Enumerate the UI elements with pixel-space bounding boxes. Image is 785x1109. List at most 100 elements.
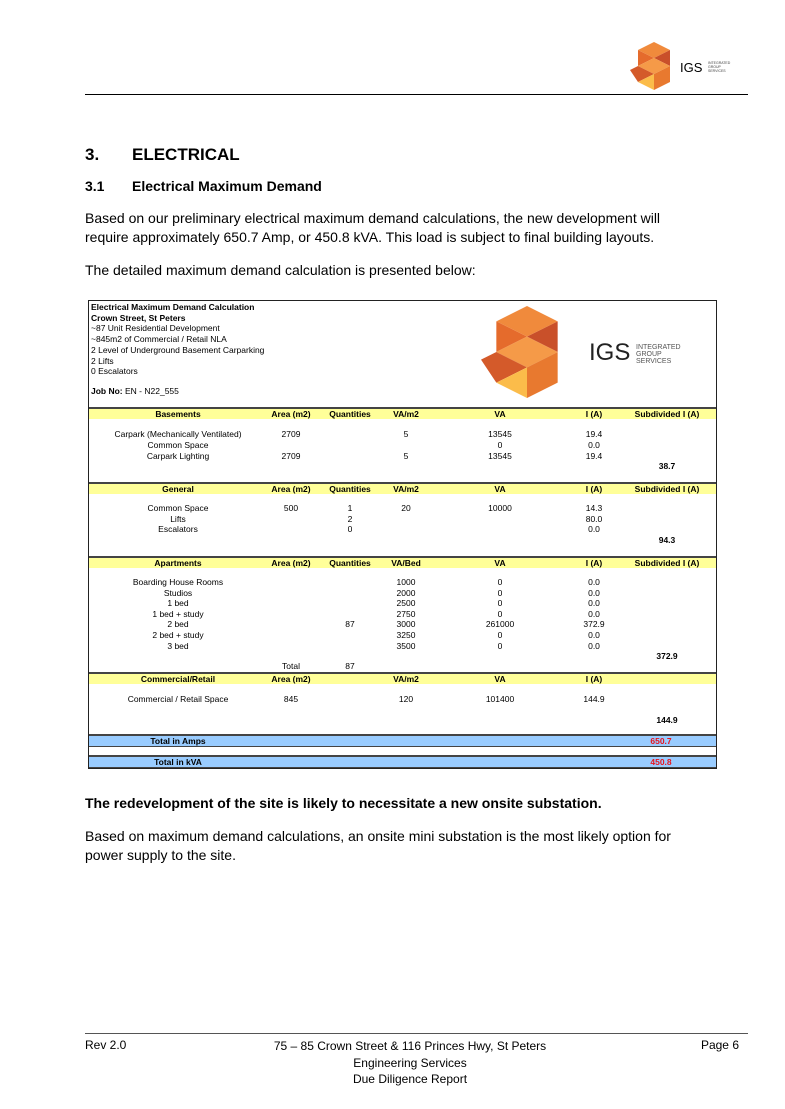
- cell-value: 0: [497, 440, 503, 450]
- footer-divider: [85, 1033, 748, 1034]
- column-header: Apartments: [154, 558, 202, 568]
- cell-value: 0.0: [588, 598, 600, 609]
- column-header: VA: [494, 674, 506, 684]
- cell-value: 13545: [488, 429, 512, 439]
- cell-value: 5: [403, 451, 409, 461]
- subsection-title: Electrical Maximum Demand: [132, 178, 322, 194]
- column-header: Subdivided I (A): [634, 558, 700, 568]
- row-label: Commercial / Retail Space: [127, 694, 229, 704]
- column-header: Area (m2): [271, 558, 311, 568]
- cell-value: 0.0: [588, 524, 600, 535]
- cell-value: 3000: [396, 619, 416, 630]
- footer-revision: Rev 2.0: [85, 1038, 127, 1052]
- section-header-band: [89, 482, 716, 494]
- cell-value: 0.0: [588, 640, 600, 651]
- cell-value: 19.4: [585, 429, 603, 439]
- row-label: Carpark (Mechanically Ventilated): [114, 429, 242, 439]
- row-label: Carpark Lighting: [146, 451, 210, 461]
- column-header: Area (m2): [271, 409, 311, 419]
- cell-value: 0: [497, 640, 503, 651]
- cell-value: 2709: [281, 451, 301, 461]
- conclusion-paragraph: Based on maximum demand calculations, an…: [85, 828, 671, 863]
- cell-value: 0: [497, 587, 503, 598]
- max-demand-table: Electrical Maximum Demand Calculation Cr…: [88, 300, 717, 769]
- cell-value: 2750: [396, 608, 416, 619]
- row-label: 2 bed: [167, 619, 189, 630]
- cell-value: 2: [347, 513, 353, 524]
- subsection-number: 3.1: [85, 178, 105, 194]
- section-title: ELECTRICAL: [132, 145, 240, 164]
- subtotal-value: 38.7: [658, 461, 676, 471]
- cell-value: 1: [347, 503, 353, 513]
- total-amps-label: Total in Amps: [150, 736, 206, 746]
- column-header: VA/Bed: [391, 558, 421, 568]
- cell-value: 5: [403, 429, 409, 439]
- total-kva-band: [89, 755, 716, 768]
- cell-value: 261000: [485, 619, 515, 630]
- column-header: Basements: [155, 409, 201, 419]
- cell-value: 0.0: [588, 577, 600, 587]
- row-label: Common Space: [147, 440, 209, 450]
- total-quantity: 87: [345, 661, 355, 671]
- total-amps-value: 650.7: [650, 736, 672, 746]
- cell-value: 1000: [396, 577, 416, 587]
- total-kva-label: Total in kVA: [154, 757, 202, 767]
- intro-paragraph: Based on our preliminary electrical maxi…: [85, 210, 661, 245]
- column-header: VA/m2: [393, 409, 419, 419]
- column-header: VA: [494, 484, 506, 494]
- section-number: 3.: [85, 145, 100, 164]
- row-label: Lifts: [170, 513, 186, 524]
- row-label: Common Space: [147, 503, 209, 513]
- footer-title: 75 – 85 Crown Street & 116 Princes Hwy, …: [273, 1039, 547, 1086]
- row-label: 2 bed + study: [152, 630, 204, 640]
- column-header: Subdivided I (A): [634, 484, 700, 494]
- cell-value: 0: [497, 577, 503, 587]
- header-divider: [85, 94, 748, 95]
- section-header-band: [89, 407, 716, 419]
- cell-value: 0: [497, 608, 503, 619]
- cell-value: 0.0: [588, 440, 600, 450]
- cell-value: 101400: [485, 694, 515, 704]
- cell-value: 500: [283, 503, 299, 513]
- column-header: Subdivided I (A): [634, 409, 700, 419]
- job-number: EN - N22_555: [125, 385, 179, 396]
- igs-logo-icon: [630, 42, 670, 90]
- total-amps-band: [89, 734, 716, 747]
- cell-value: 120: [398, 694, 414, 704]
- row-label: Boarding House Rooms: [132, 577, 224, 587]
- cell-value: 845: [283, 694, 299, 704]
- cell-value: 3250: [396, 630, 416, 640]
- column-header: Area (m2): [271, 484, 311, 494]
- table-logo-text: IGS: [589, 339, 631, 366]
- cell-value: 10000: [488, 503, 512, 513]
- cell-value: 87: [345, 619, 355, 630]
- column-header: VA/m2: [393, 484, 419, 494]
- cell-value: 0.0: [588, 587, 600, 598]
- igs-logo-large-icon: [481, 306, 558, 398]
- cell-value: 0.0: [588, 608, 600, 619]
- row-label: Studios: [163, 587, 193, 598]
- cell-value: 80.0: [585, 513, 603, 524]
- column-header: I (A): [585, 484, 603, 494]
- row-label: Escalators: [158, 524, 198, 535]
- column-header: VA: [494, 558, 506, 568]
- subtotal-value: 372.9: [656, 651, 678, 661]
- column-header: I (A): [585, 674, 603, 684]
- cell-value: 2709: [281, 429, 301, 439]
- conclusion-heading: The redevelopment of the site is likely …: [85, 795, 602, 811]
- total-kva-value: 450.8: [650, 757, 672, 767]
- subtotal-value: 144.9: [656, 715, 678, 725]
- column-header: VA: [494, 409, 506, 419]
- cell-value: 19.4: [585, 451, 603, 461]
- column-header: Quantities: [329, 409, 371, 419]
- cell-value: 0: [497, 630, 503, 640]
- subtotal-value: 94.3: [658, 535, 676, 545]
- cell-value: 2500: [396, 598, 416, 609]
- column-header: Commercial/Retail: [140, 674, 216, 684]
- cell-value: 14.3: [585, 503, 603, 513]
- footer-page-number: Page 6: [700, 1038, 739, 1052]
- cell-value: 13545: [488, 451, 512, 461]
